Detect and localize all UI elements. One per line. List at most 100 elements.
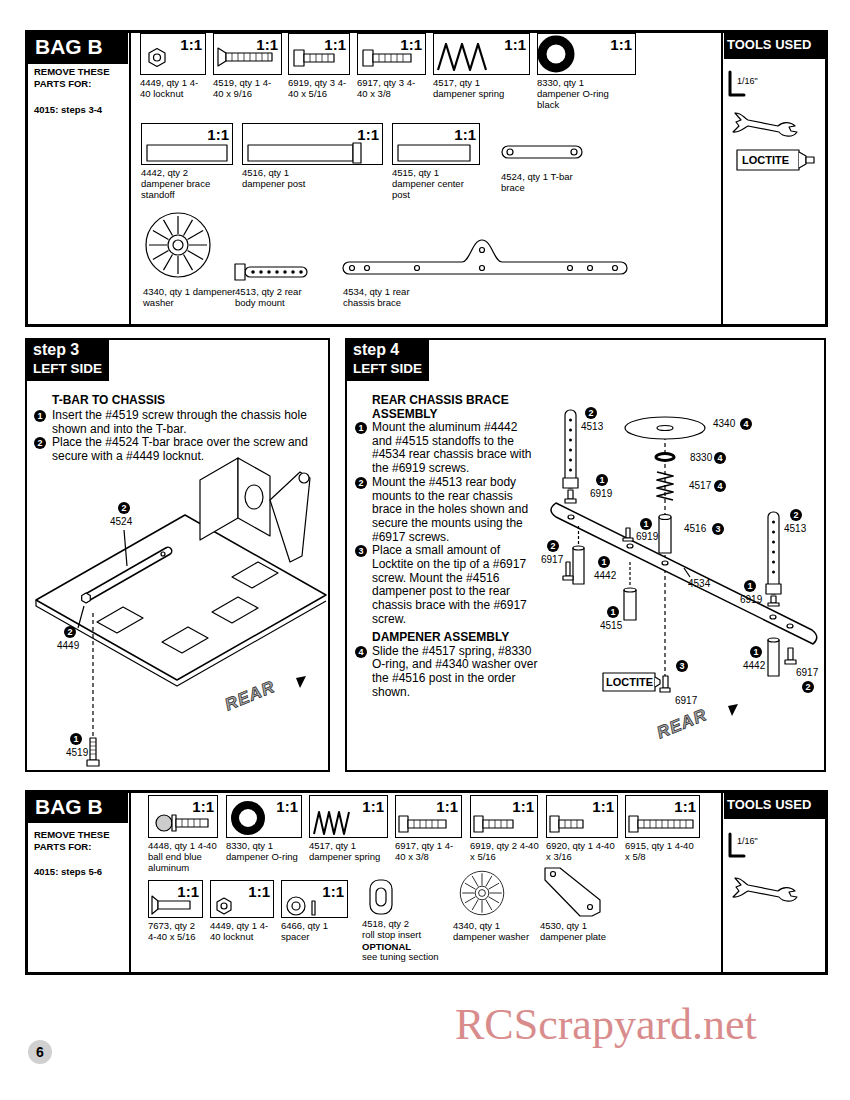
callout-number: 4 xyxy=(714,452,726,464)
step-heading: step 3 xyxy=(33,341,107,359)
callout-number: 2 xyxy=(790,509,802,521)
part-label: 6919, qty 2 4-40 x 5/16 xyxy=(470,841,540,863)
bag-note: REMOVE THESE PARTS FOR: xyxy=(34,66,126,90)
step-panel: step 3LEFT SIDET-BAR TO CHASSISInsert th… xyxy=(25,338,330,772)
part-cell: 1:14448, qty 1 4-40 ball end blue alumin… xyxy=(148,795,218,838)
part-cell: 1:16919, qty 2 4-40 x 5/16 xyxy=(470,795,538,838)
callout-number: 2 xyxy=(355,477,367,489)
instruction-text: Place a small amount of Locktite on the … xyxy=(372,544,538,626)
part-cell: 1:16917, qty 3 4-40 x 3/8 xyxy=(357,33,426,75)
scale-ratio: 1:1 xyxy=(308,883,344,900)
watermark: RCScrapyard.net xyxy=(455,1000,757,1050)
rear-marker: REAR xyxy=(654,705,710,743)
rear-marker: REAR xyxy=(222,677,278,715)
callout-number: 1 xyxy=(607,606,619,618)
part-label: 4517, qty 1 dampener spring xyxy=(433,78,513,100)
scale-ratio: 1:1 xyxy=(490,36,526,53)
part-label: 6920, qty 1 4-40 x 3/16 xyxy=(546,841,618,863)
callout-number: 4 xyxy=(355,646,367,658)
part-cell: 1:14519, qty 1 4-40 x 9/16 xyxy=(213,33,282,75)
bag-note: 4015: steps 5-6 xyxy=(34,866,126,878)
callout-number: 2 xyxy=(802,681,814,693)
part-cell: 1:14516, qty 1 dampener post xyxy=(242,123,383,165)
part-number: 4534 xyxy=(688,578,710,590)
part-number: 4513 xyxy=(581,421,603,433)
scale-ratio: 1:1 xyxy=(193,126,229,143)
part-cell: 1:14517, qty 1 dampener spring xyxy=(309,795,388,838)
part-number: 6919 xyxy=(590,488,612,500)
part-label: 4515, qty 1 dampener center post xyxy=(392,168,482,200)
tools-panel: TOOLS USED xyxy=(722,30,828,327)
tube-label: LOCTITE xyxy=(606,676,653,689)
part-label: 4519, qty 1 4-40 x 9/16 xyxy=(213,78,279,100)
part-cell: 1:16917, qty 1 4-40 x 3/8 xyxy=(395,795,462,838)
part-label: 4449, qty 1 4-40 locknut xyxy=(140,78,206,100)
part-cell: 1:14515, qty 1 dampener center post xyxy=(392,123,480,165)
part-number: 6919 xyxy=(636,531,658,543)
scale-ratio: 1:1 xyxy=(234,883,270,900)
scale-ratio: 1:1 xyxy=(310,36,346,53)
part-label: 8330, qty 1 dampener O-ring black xyxy=(537,78,619,110)
callout-number: 4 xyxy=(714,480,726,492)
part-label: 4449, qty 1 4-40 locknut xyxy=(210,921,274,943)
part-label: 8330, qty 1 dampener O-ring xyxy=(226,841,304,863)
part-label: 4513, qty 2 rear body mount xyxy=(235,287,320,309)
tool-size: 1/16" xyxy=(737,836,758,847)
part-label: 6917, qty 1 4-40 x 3/8 xyxy=(395,841,463,863)
step-panel: step 4LEFT SIDEREAR CHASSIS BRACE ASSEMB… xyxy=(345,338,826,772)
scale-ratio: 1:1 xyxy=(348,798,384,815)
part-number: 4513 xyxy=(784,523,806,535)
bag-heading: BAG B xyxy=(35,795,125,819)
part-label: 4530, qty 1 dampener plate xyxy=(540,921,620,943)
callout-number: 1 xyxy=(355,422,367,434)
callout-number: 1 xyxy=(744,580,756,592)
part-label: 4516, qty 1 dampener post xyxy=(242,168,322,190)
part-cell: 1:18330, qty 1 dampener O-ring xyxy=(226,795,302,838)
part-number: 4515 xyxy=(600,620,622,632)
instruction-text: Place the #4524 T-bar brace over the scr… xyxy=(52,436,324,463)
part-cell: 1:18330, qty 1 dampener O-ring black xyxy=(537,33,636,75)
callout-number: 1 xyxy=(34,410,46,422)
callout-number: 3 xyxy=(355,545,367,557)
bag-note: 4015: steps 3-4 xyxy=(34,104,126,116)
scale-ratio: 1:1 xyxy=(422,798,458,815)
part-cell: 1:14449, qty 1 4-40 locknut xyxy=(210,880,274,918)
scale-ratio: 1:1 xyxy=(660,798,696,815)
step-side: LEFT SIDE xyxy=(353,361,429,377)
tools-heading: TOOLS USED xyxy=(727,37,825,53)
callout-number: 2 xyxy=(585,407,597,419)
part-number: 6917 xyxy=(541,554,563,566)
part-label: 4340, qty 1 dampener washer xyxy=(453,921,533,943)
instruction-text: Insert the #4519 screw through the chass… xyxy=(52,409,324,436)
bag-heading: BAG B xyxy=(35,35,125,59)
part-cell: 1:17673, qty 2 4-40 x 5/16 xyxy=(148,880,203,918)
scale-ratio: 1:1 xyxy=(498,798,534,815)
part-label: see tuning section xyxy=(362,952,457,963)
part-number: 6917 xyxy=(796,667,818,679)
section-heading: DAMPENER ASSEMBLY xyxy=(372,630,538,644)
part-label: 4518, qty 2 roll stop insert xyxy=(362,919,424,941)
part-number: 6917 xyxy=(675,695,697,707)
part-number: 6919 xyxy=(740,594,762,606)
callout-number: 1 xyxy=(596,474,608,486)
part-note: OPTIONAL xyxy=(362,941,411,952)
part-cell: 1:14442, qty 2 dampener brace standoff xyxy=(141,123,233,165)
callout-number: 3 xyxy=(712,523,724,535)
callout-number: 1 xyxy=(750,646,762,658)
part-number: 4524 xyxy=(110,516,132,528)
part-label: 6917, qty 3 4-40 x 3/8 xyxy=(357,78,423,100)
scale-ratio: 1:1 xyxy=(578,798,614,815)
scale-ratio: 1:1 xyxy=(163,883,199,900)
part-cell: 1:14449, qty 1 4-40 locknut xyxy=(140,33,206,75)
part-number: 4516 xyxy=(684,523,706,535)
scale-ratio: 1:1 xyxy=(262,798,298,815)
callout-number: 1 xyxy=(640,518,652,530)
tools-panel: TOOLS USED xyxy=(722,790,828,975)
part-label: 4340, qty 1 dampener washer xyxy=(143,287,238,309)
scale-ratio: 1:1 xyxy=(178,798,214,815)
part-label: 6466, qty 1 spacer xyxy=(281,921,349,943)
callout-number: 2 xyxy=(34,437,46,449)
callout-number: 3 xyxy=(676,660,688,672)
part-number: 4517 xyxy=(689,480,711,492)
